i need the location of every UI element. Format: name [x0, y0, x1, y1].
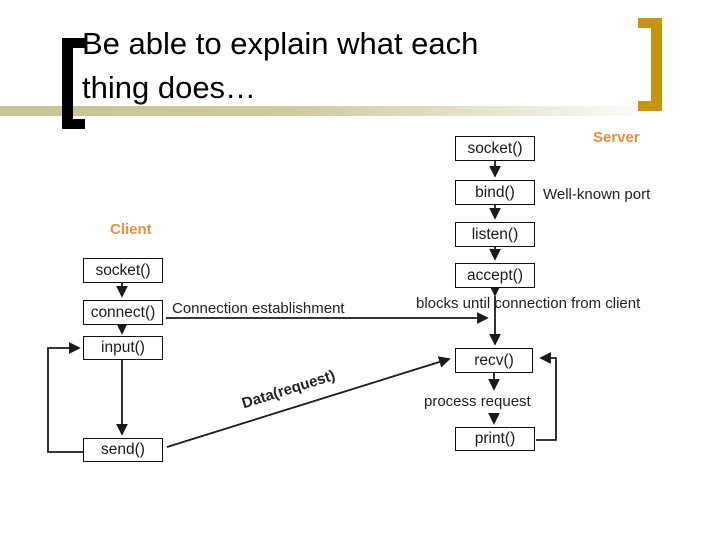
server-bind-box: bind(): [455, 180, 535, 205]
client-connect-box: connect(): [83, 300, 163, 325]
server-socket-box: socket(): [455, 136, 535, 161]
server-accept-box: accept(): [455, 263, 535, 288]
client-socket-box: socket(): [83, 258, 163, 283]
slide-title-line-1: Be able to explain what each: [82, 26, 479, 61]
right-bracket-decoration: [638, 18, 662, 111]
server-label: Server: [593, 129, 640, 146]
well-known-port-note: Well-known port: [543, 186, 651, 203]
process-request-note: process request: [424, 393, 531, 410]
server-print-box: print(): [455, 427, 535, 451]
client-input-box: input(): [83, 336, 163, 360]
slide-title-line-2: thing does…: [82, 70, 257, 105]
blocks-until-note: blocks until connection from client: [416, 295, 641, 312]
server-recv-box: recv(): [455, 348, 533, 373]
slide-title: Be able to explain what each thing does…: [82, 22, 642, 110]
data-request-note: Data(request): [239, 366, 338, 413]
client-send-box: send(): [83, 438, 163, 462]
title-divider-band: [0, 106, 720, 116]
client-label: Client: [110, 221, 152, 238]
server-listen-box: listen(): [455, 222, 535, 247]
left-bracket-decoration: [62, 38, 85, 129]
connection-establishment-note: Connection establishment: [172, 300, 345, 317]
